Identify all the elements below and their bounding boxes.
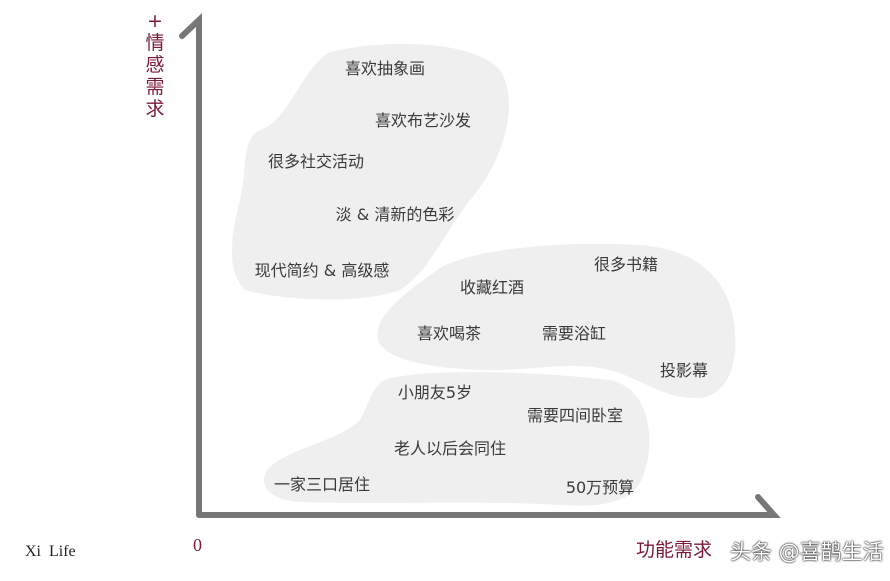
x-axis-label: 功能需求 (636, 539, 713, 561)
need-label: 老人以后会同住 (393, 439, 507, 458)
origin-label: 0 (193, 535, 202, 555)
need-label: 喜欢喝茶 (416, 324, 482, 343)
y-axis-line (179, 13, 202, 518)
need-label: 需要四间卧室 (526, 406, 624, 425)
brand-logo-text: Xi Life (25, 543, 76, 560)
blob-emotional (231, 43, 509, 300)
need-label: 喜欢布艺沙发 (374, 111, 472, 130)
need-label: 需要浴缸 (541, 324, 607, 343)
y-axis-label: + 情感需求 (145, 10, 165, 120)
need-label: 很多书籍 (593, 255, 659, 274)
axes (179, 13, 781, 518)
need-label: 现代简约 & 高级感 (254, 261, 390, 280)
need-label: 投影幕 (659, 361, 709, 380)
need-label: 一家三口居住 (273, 475, 371, 494)
blob-mixed (377, 243, 736, 399)
y-axis-plus: + (147, 10, 163, 32)
need-label: 收藏红酒 (459, 278, 525, 297)
x-axis-line (196, 494, 781, 518)
need-label: 喜欢抽象画 (344, 59, 426, 78)
need-label: 50万预算 (565, 478, 635, 497)
need-label: 淡 & 清新的色彩 (335, 205, 455, 224)
blob-functional (263, 372, 650, 506)
y-axis-title: 情感需求 (145, 32, 165, 120)
need-label: 很多社交活动 (267, 152, 365, 171)
watermark: 头条 @喜鹊生活 (730, 540, 884, 564)
need-label: 小朋友5岁 (397, 383, 473, 402)
